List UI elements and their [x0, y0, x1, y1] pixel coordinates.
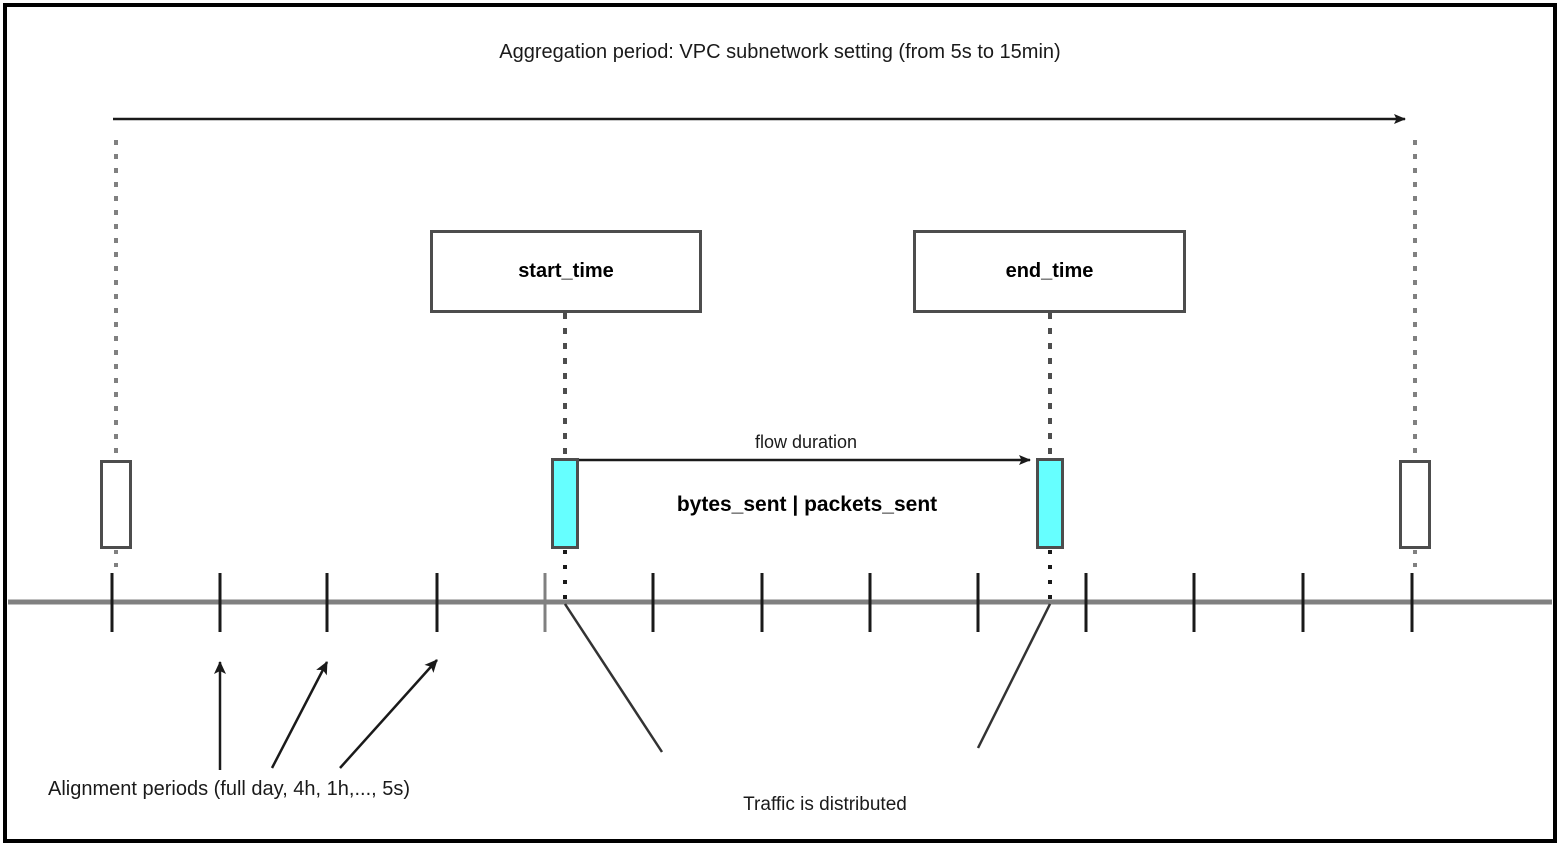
traffic-callout-leader-right: [976, 603, 1052, 749]
alignment-callout-arrow-3: [339, 659, 438, 769]
aggregation-period-end-marker: [1399, 460, 1431, 549]
traffic-distribution-note: Traffic is distributed proportionally am…: [700, 745, 950, 846]
metrics-label: bytes_sent | packets_sent: [676, 493, 938, 516]
traffic-note-line-1: Traffic is distributed: [743, 793, 907, 815]
aggregation-period-start-marker: [100, 460, 132, 549]
end-time-box: end_time: [913, 230, 1186, 313]
flow-start-marker: [551, 458, 579, 549]
diagram-title: Aggregation period: VPC subnetwork setti…: [499, 41, 1061, 63]
alignment-callout-arrow-2: [270, 661, 329, 769]
flow-end-marker: [1036, 458, 1064, 549]
start-time-box: start_time: [430, 230, 702, 313]
end-time-label: end_time: [1005, 260, 1094, 282]
alignment-periods-label: Alignment periods (full day, 4h, 1h,...,…: [48, 778, 411, 800]
timeline-ticks: [110, 573, 1414, 632]
start-time-label: start_time: [518, 260, 614, 282]
flow-duration-label: flow duration: [754, 432, 858, 452]
traffic-callout-leader-left: [563, 603, 664, 753]
